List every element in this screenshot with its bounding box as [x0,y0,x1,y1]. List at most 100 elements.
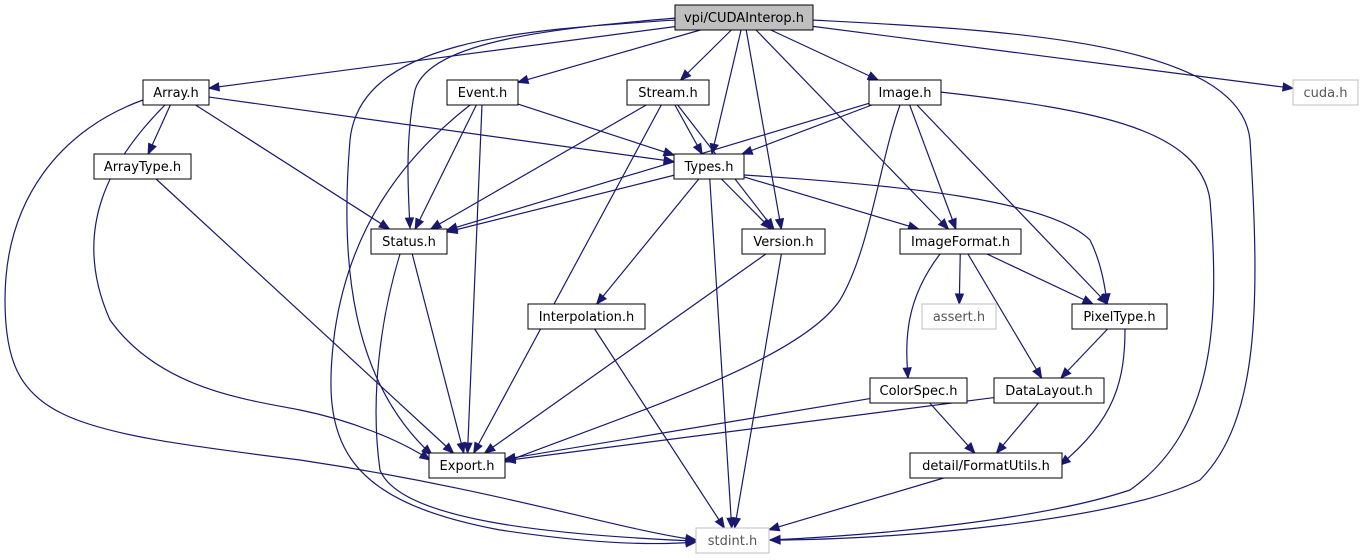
node-datalayout[interactable]: DataLayout.h [993,377,1105,404]
arrowhead-pixeltype-to-formatutils [1058,454,1072,466]
node-label-root: vpi/CUDAInterop.h [684,11,804,26]
arrowhead-imageformat-to-datalayout [1032,366,1043,380]
node-imageformat[interactable]: ImageFormat.h [899,228,1022,255]
node-box-pixeltype [1071,303,1168,330]
node-types[interactable]: Types.h [673,153,745,180]
edge-types-to-imageformat [743,176,919,230]
node-event[interactable]: Event.h [446,79,519,106]
node-label-formatutils: detail/FormatUtils.h [922,459,1050,474]
node-box-status [370,228,448,255]
edge-image-to-status [446,102,870,231]
node-arraytype[interactable]: ArrayType.h [93,153,192,180]
arrowhead-event-to-types [662,147,676,157]
arrowhead-status-to-export [456,441,466,455]
node-label-imageformat: ImageFormat.h [911,235,1010,250]
node-formatutils[interactable]: detail/FormatUtils.h [909,452,1063,479]
arrowhead-root-to-image [866,71,880,81]
node-box-event [446,79,519,106]
arrowhead-root-to-event [516,74,530,84]
node-box-datalayout [993,377,1105,404]
edge-root-to-types [711,29,742,155]
edge-array-to-stdint [4,99,697,541]
edge-image-to-imageformat [909,104,957,230]
node-label-datalayout: DataLayout.h [1005,384,1093,399]
node-label-stdint: stdint.h [708,534,757,549]
arrowhead-root-to-array [207,82,221,92]
node-interpolation[interactable]: Interpolation.h [527,303,646,330]
arrowhead-event-to-export [463,442,473,455]
node-box-arraytype [93,153,192,180]
node-cuda: cuda.h [1292,79,1359,106]
node-label-status: Status.h [382,235,436,250]
arrowhead-image-to-types [740,145,754,155]
arrowhead-version-to-export [483,443,496,454]
edge-stream-to-status [430,104,647,230]
arrowhead-types-to-status [445,224,459,235]
node-export[interactable]: Export.h [428,452,506,479]
node-version[interactable]: Version.h [741,228,826,255]
node-label-pixeltype: PixelType.h [1083,310,1155,325]
edge-types-to-stdint [709,178,733,529]
node-pixeltype[interactable]: PixelType.h [1071,303,1168,330]
arrowhead-array-to-export [418,450,432,461]
node-box-colorspec [869,377,968,404]
edge-imageformat-to-colorspec [906,253,941,379]
node-array[interactable]: Array.h [142,79,210,106]
edge-root-to-event [517,29,701,83]
node-label-export: Export.h [440,459,495,474]
arrowhead-imageformat-to-colorspec [902,367,912,380]
node-box-types [673,153,745,180]
edge-root-to-image [770,29,879,81]
arrowhead-version-to-stdint [731,516,742,530]
edge-root-to-array [208,26,676,89]
edge-colorspec-to-export [504,397,871,460]
node-label-array: Array.h [153,86,199,101]
node-root[interactable]: vpi/CUDAInterop.h [674,4,814,31]
arrowhead-formatutils-to-stdint [767,522,781,532]
node-colorspec[interactable]: ColorSpec.h [869,377,968,404]
arrowhead-event-to-status [414,217,425,231]
node-label-event: Event.h [458,86,508,101]
edge-root-to-export [346,19,677,456]
edge-types-to-status [446,174,675,233]
node-label-interpolation: Interpolation.h [539,310,635,325]
node-box-version [741,228,826,255]
arrowhead-stream-to-types [692,142,703,156]
edge-types-to-version [720,178,772,230]
node-box-root [674,4,814,31]
arrowhead-arraytype-to-export [442,442,455,454]
arrowhead-interpolation-to-stdint [714,516,726,530]
node-box-array [142,79,210,106]
arrowhead-imageformat-to-assert [954,293,965,306]
edge-arraytype-to-export [155,178,454,454]
node-box-interpolation [527,303,646,330]
node-label-colorspec: ColorSpec.h [880,384,958,399]
edge-version-to-stdint [734,253,782,529]
edge-root-to-cuda [812,25,1294,89]
node-stream[interactable]: Stream.h [626,79,710,106]
arrowhead-array-to-arraytype [147,142,157,156]
edge-image-to-export [504,104,901,463]
edge-stream-to-export [473,104,662,454]
edge-root-to-version [745,29,782,230]
edge-image-to-pixeltype [916,104,1108,305]
arrowhead-types-to-pixeltype [1101,293,1111,306]
edge-datalayout-to-export [504,396,995,462]
arrowhead-root-to-version [774,217,785,231]
edge-imageformat-to-datalayout [967,253,1043,379]
node-box-imageformat [899,228,1022,255]
edge-pixeltype-to-datalayout [1060,328,1109,379]
node-status[interactable]: Status.h [370,228,448,255]
node-image[interactable]: Image.h [868,79,942,106]
edge-root-to-imageformat [755,29,949,230]
edge-pixeltype-to-formatutils [1059,328,1126,466]
node-box-assert [921,303,997,330]
edge-colorspec-to-formatutils [929,402,976,454]
arrowhead-stream-to-export [473,441,483,455]
arrowhead-array-to-status [378,219,391,230]
edge-imageformat-to-pixeltype [986,253,1094,305]
edge-formatutils-to-stdint [768,477,944,531]
node-box-export [428,452,506,479]
arrowhead-root-to-stream [679,69,692,81]
